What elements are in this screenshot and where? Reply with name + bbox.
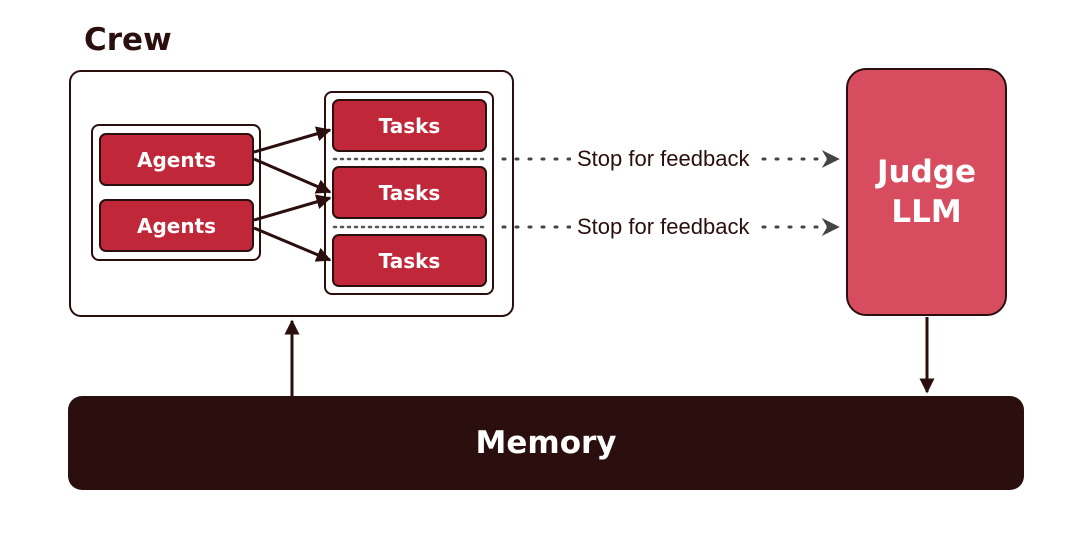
crew-title: Crew (84, 22, 172, 58)
feedback-label-1: Stop for feedback (571, 146, 756, 172)
judge-label-line2: LLM (891, 194, 962, 230)
agent-box-1[interactable]: Agents (99, 133, 254, 186)
agent-box-2[interactable]: Agents (99, 199, 254, 252)
task-box-3[interactable]: Tasks (332, 234, 487, 287)
task-box-2[interactable]: Tasks (332, 166, 487, 219)
feedback-label-2: Stop for feedback (571, 214, 756, 240)
memory-label: Memory (475, 425, 617, 461)
task-box-1[interactable]: Tasks (332, 99, 487, 152)
memory-bar[interactable]: Memory (68, 396, 1024, 490)
judge-label-line1: Judge (876, 154, 976, 190)
judge-llm-box[interactable]: Judge LLM (846, 68, 1007, 316)
